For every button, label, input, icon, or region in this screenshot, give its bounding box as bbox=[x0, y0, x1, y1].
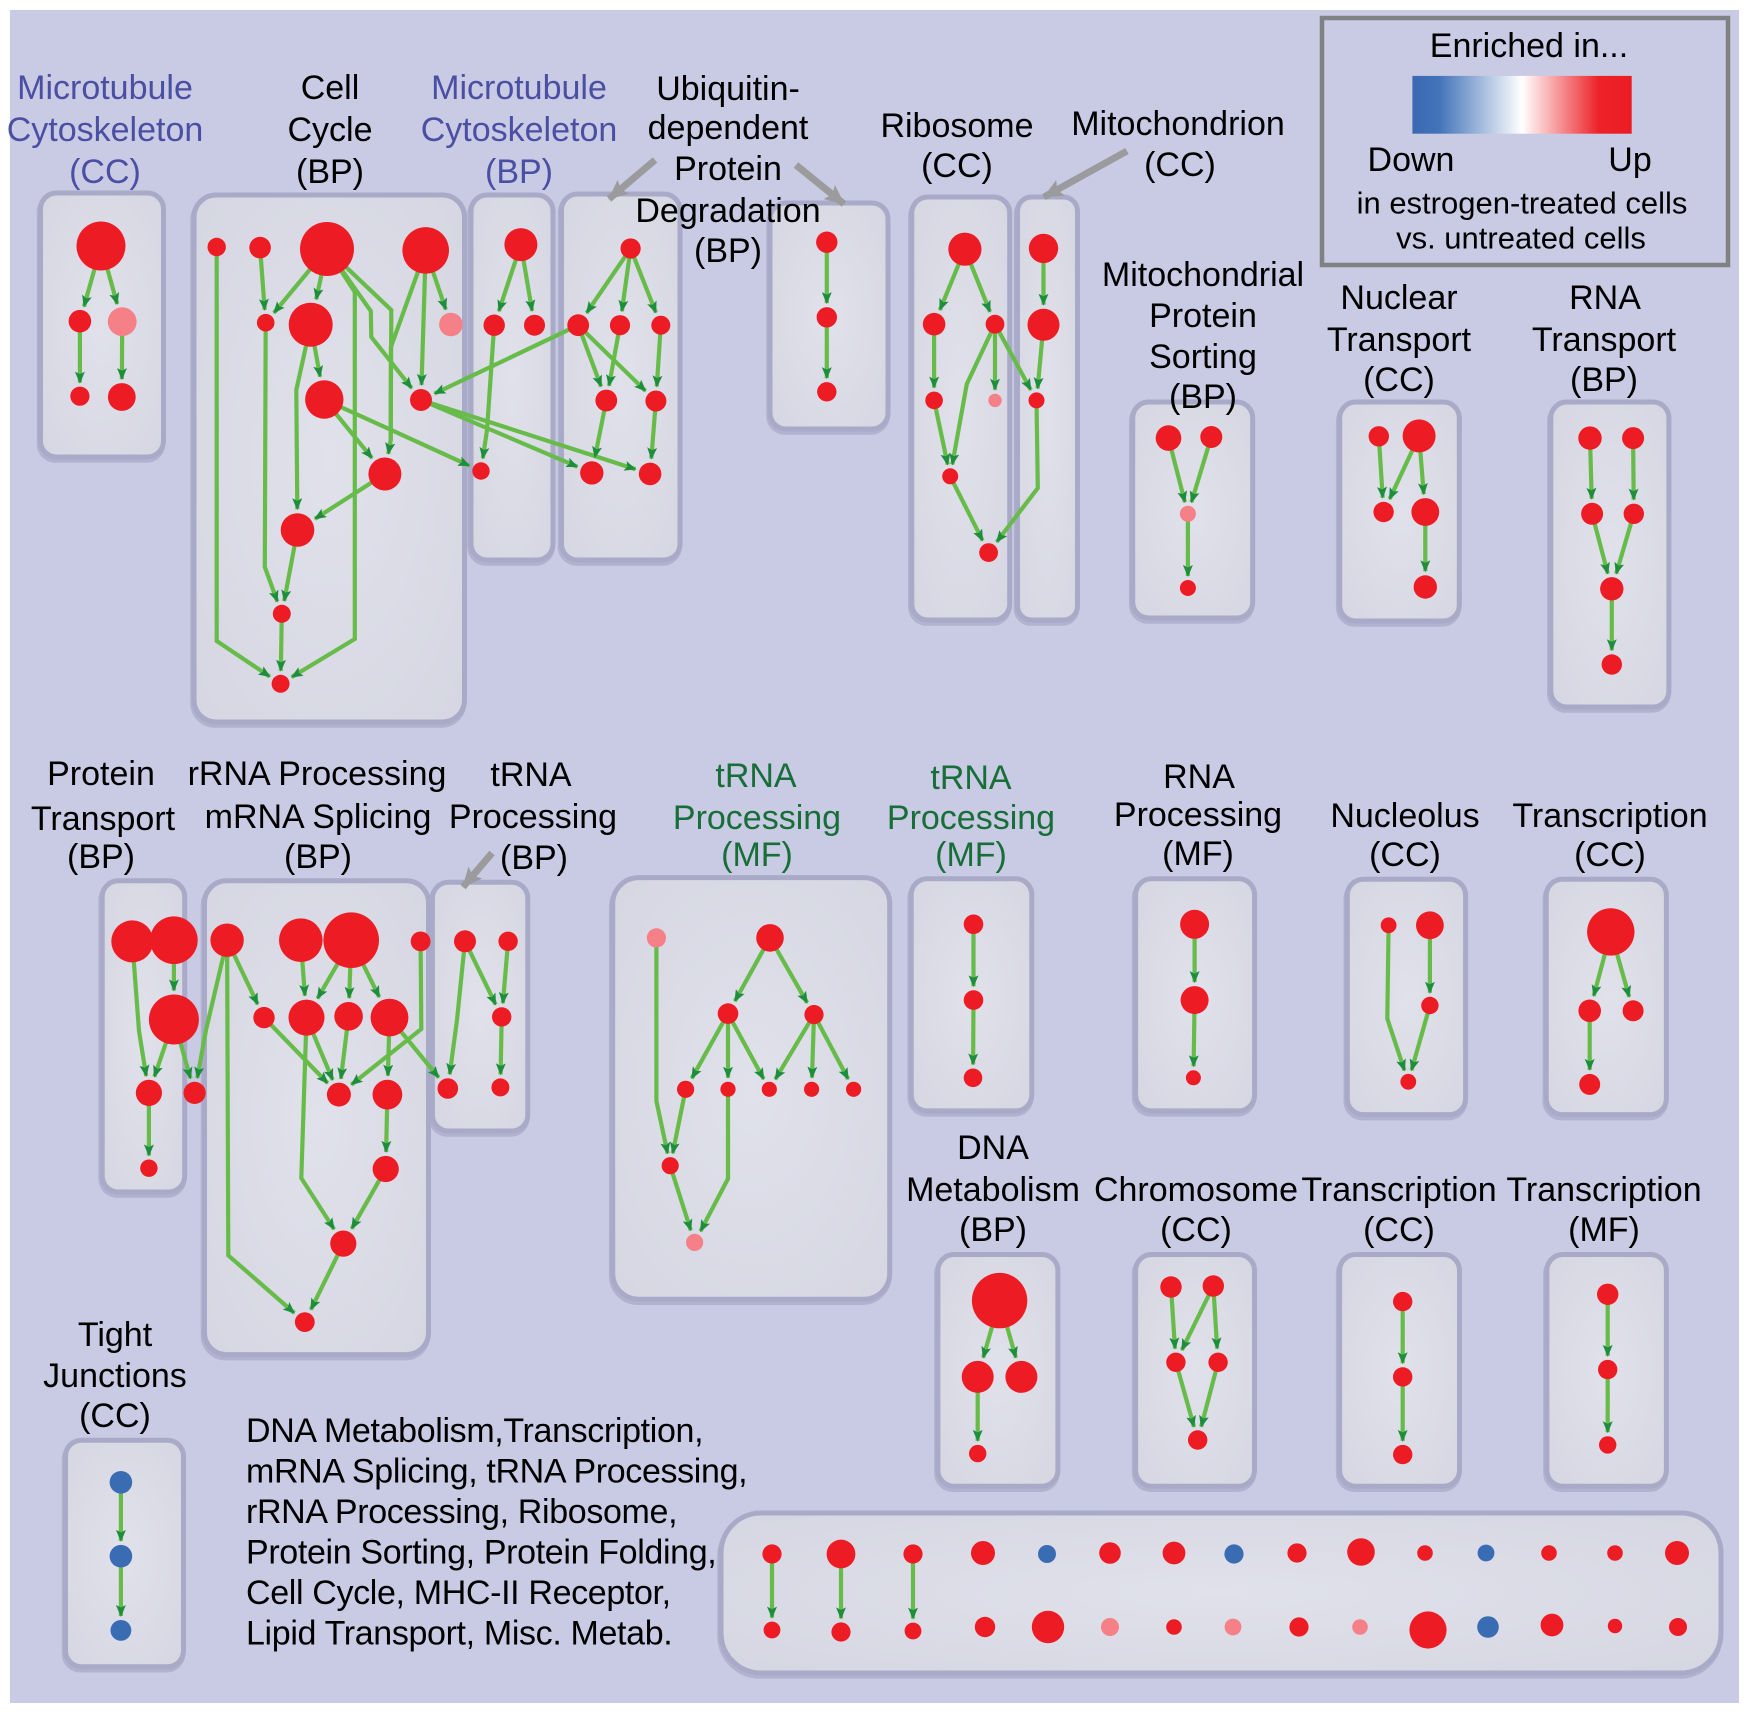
svg-text:Sorting: Sorting bbox=[1149, 338, 1257, 376]
svg-text:tRNA: tRNA bbox=[715, 757, 797, 795]
svg-text:(MF): (MF) bbox=[935, 836, 1007, 874]
svg-text:rRNA Processing: rRNA Processing bbox=[188, 755, 447, 793]
svg-text:Transport: Transport bbox=[31, 800, 176, 838]
svg-text:Protein: Protein bbox=[674, 150, 782, 188]
svg-text:Enriched in...: Enriched in... bbox=[1430, 27, 1628, 65]
svg-text:Protein Sorting, Protein Foldi: Protein Sorting, Protein Folding, bbox=[246, 1534, 716, 1572]
svg-text:(CC): (CC) bbox=[1363, 361, 1435, 399]
svg-text:RNA: RNA bbox=[1569, 279, 1641, 317]
svg-text:Cell Cycle, MHC-II Receptor,: Cell Cycle, MHC-II Receptor, bbox=[246, 1574, 671, 1612]
svg-text:Transcription: Transcription bbox=[1512, 797, 1707, 835]
svg-text:(CC): (CC) bbox=[69, 153, 141, 191]
svg-text:rRNA Processing, Ribosome,: rRNA Processing, Ribosome, bbox=[246, 1493, 677, 1531]
svg-text:(BP): (BP) bbox=[1570, 361, 1638, 399]
svg-text:(CC): (CC) bbox=[1574, 836, 1646, 874]
svg-text:Microtubule: Microtubule bbox=[17, 69, 193, 107]
svg-text:tRNA: tRNA bbox=[490, 756, 572, 794]
svg-text:(BP): (BP) bbox=[296, 153, 364, 191]
svg-text:Microtubule: Microtubule bbox=[431, 69, 607, 107]
svg-text:Mitochondrial: Mitochondrial bbox=[1102, 256, 1304, 294]
svg-text:DNA: DNA bbox=[957, 1129, 1029, 1167]
svg-text:in estrogen-treated cells: in estrogen-treated cells bbox=[1357, 186, 1688, 221]
svg-text:(CC): (CC) bbox=[1363, 1211, 1435, 1249]
svg-text:(CC): (CC) bbox=[1144, 146, 1216, 184]
svg-text:Down: Down bbox=[1368, 141, 1455, 179]
svg-text:Lipid Transport, Misc. Metab.: Lipid Transport, Misc. Metab. bbox=[246, 1615, 672, 1653]
svg-text:DNA Metabolism,Transcription,: DNA Metabolism,Transcription, bbox=[246, 1412, 703, 1450]
svg-text:Transport: Transport bbox=[1532, 321, 1677, 359]
svg-text:Processing: Processing bbox=[1114, 796, 1282, 834]
svg-text:dependent: dependent bbox=[648, 109, 809, 147]
svg-text:(CC): (CC) bbox=[79, 1397, 151, 1435]
svg-text:(BP): (BP) bbox=[959, 1211, 1027, 1249]
svg-text:(MF): (MF) bbox=[721, 836, 793, 874]
svg-text:(BP): (BP) bbox=[485, 153, 553, 191]
svg-text:RNA: RNA bbox=[1163, 758, 1235, 796]
svg-text:Processing: Processing bbox=[887, 799, 1055, 837]
svg-text:(BP): (BP) bbox=[284, 838, 352, 876]
svg-text:(BP): (BP) bbox=[1169, 378, 1237, 416]
svg-text:mRNA Splicing: mRNA Splicing bbox=[205, 798, 432, 836]
svg-text:Cytoskeleton: Cytoskeleton bbox=[421, 111, 618, 149]
svg-text:Junctions: Junctions bbox=[43, 1357, 187, 1395]
svg-text:(BP): (BP) bbox=[67, 838, 135, 876]
svg-text:Processing: Processing bbox=[449, 798, 617, 836]
svg-text:Tight: Tight bbox=[78, 1316, 153, 1354]
svg-text:Up: Up bbox=[1608, 141, 1651, 179]
svg-text:(BP): (BP) bbox=[500, 839, 568, 877]
svg-text:Protein: Protein bbox=[47, 755, 155, 793]
svg-text:vs. untreated cells: vs. untreated cells bbox=[1396, 221, 1646, 256]
svg-text:(MF): (MF) bbox=[1568, 1211, 1640, 1249]
svg-text:Transport: Transport bbox=[1327, 321, 1472, 359]
svg-text:Protein: Protein bbox=[1149, 297, 1257, 335]
svg-text:Metabolism: Metabolism bbox=[906, 1171, 1080, 1209]
svg-text:Ribosome: Ribosome bbox=[880, 107, 1033, 145]
svg-text:(CC): (CC) bbox=[921, 147, 993, 185]
svg-text:Cell: Cell bbox=[301, 69, 360, 107]
svg-text:Transcription: Transcription bbox=[1506, 1171, 1701, 1209]
svg-text:(MF): (MF) bbox=[1162, 835, 1234, 873]
svg-text:Ubiquitin-: Ubiquitin- bbox=[656, 70, 800, 108]
svg-text:Cycle: Cycle bbox=[287, 111, 372, 149]
svg-text:Cytoskeleton: Cytoskeleton bbox=[7, 111, 204, 149]
svg-text:Chromosome: Chromosome bbox=[1094, 1171, 1298, 1209]
svg-text:(CC): (CC) bbox=[1160, 1211, 1232, 1249]
svg-text:mRNA Splicing, tRNA Processing: mRNA Splicing, tRNA Processing, bbox=[246, 1453, 747, 1491]
svg-text:tRNA: tRNA bbox=[930, 759, 1012, 797]
svg-text:Mitochondrion: Mitochondrion bbox=[1071, 105, 1285, 143]
svg-text:Nuclear: Nuclear bbox=[1340, 279, 1457, 317]
svg-text:Nucleolus: Nucleolus bbox=[1330, 797, 1479, 835]
svg-text:Processing: Processing bbox=[673, 799, 841, 837]
svg-text:(CC): (CC) bbox=[1369, 836, 1441, 874]
svg-text:(BP): (BP) bbox=[694, 232, 762, 270]
svg-text:Transcription: Transcription bbox=[1301, 1171, 1496, 1209]
svg-text:Degradation: Degradation bbox=[635, 192, 820, 230]
